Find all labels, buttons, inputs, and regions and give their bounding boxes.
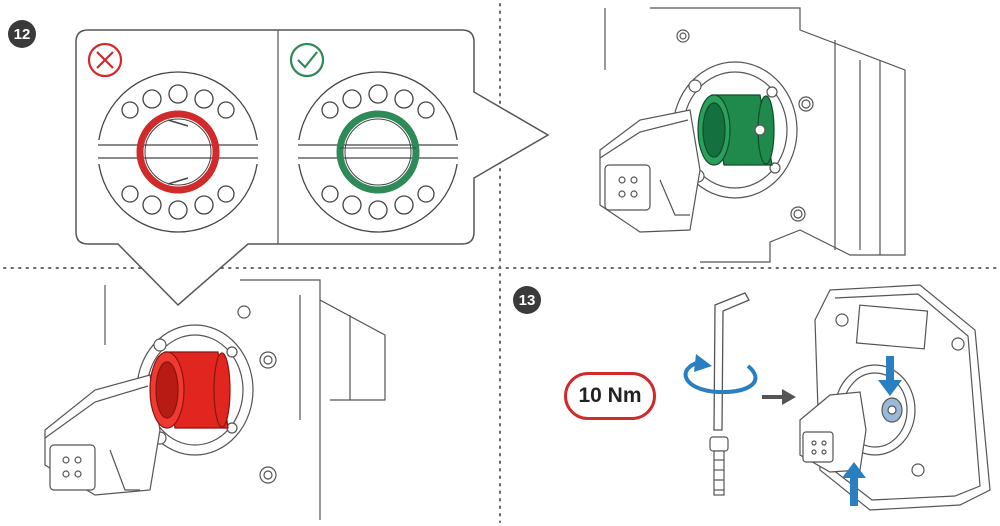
- step-13-badge: 13: [513, 286, 541, 314]
- wrong-ring-diagram: [96, 71, 260, 233]
- torque-value-badge: 10 Nm: [564, 372, 656, 420]
- hex-key-tool: [713, 292, 750, 431]
- arrow-right-icon: [762, 389, 796, 405]
- rotate-arrow-icon: [683, 354, 758, 395]
- cross-circle-icon: [87, 42, 123, 78]
- red-sleeve-assembly: [44, 279, 386, 520]
- arrow-up-icon: [842, 356, 902, 506]
- cap-screw: [709, 436, 729, 496]
- check-circle-icon: [289, 42, 325, 78]
- step-12-badge: 12: [8, 20, 36, 48]
- green-sleeve-assembly: [599, 7, 906, 263]
- mounted-assembly: [799, 284, 991, 511]
- correct-ring-diagram: [296, 71, 460, 233]
